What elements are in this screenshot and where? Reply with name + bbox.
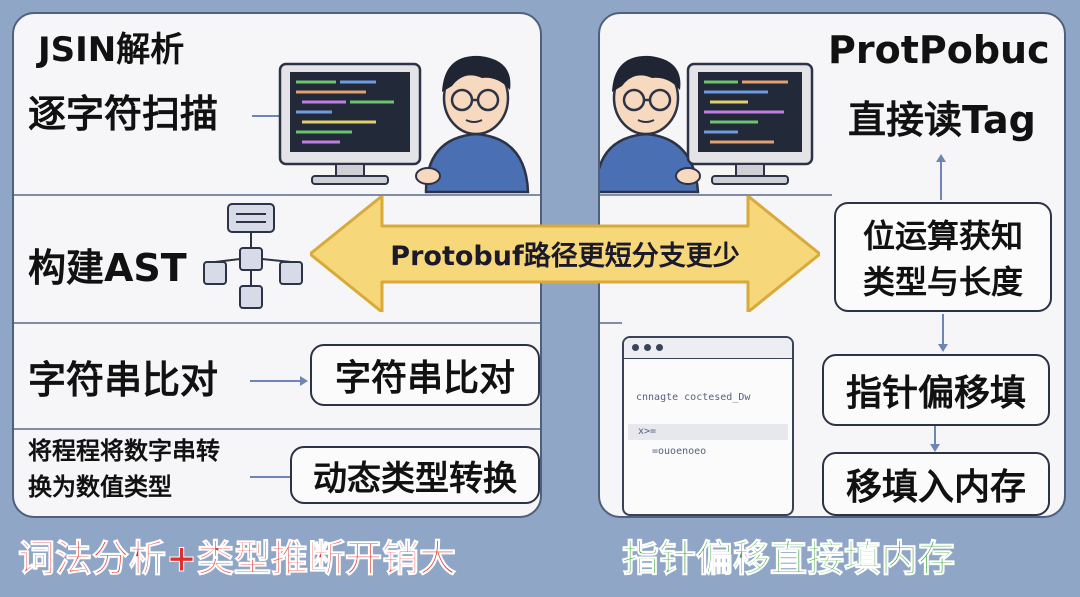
char-scan-label: 逐字符扫描: [28, 92, 219, 136]
protobuf-shorter-path-label: Protobuf路径更短分支更少: [390, 241, 740, 272]
right-divider-2: [600, 322, 622, 324]
bit-op-line2: 类型与长度: [862, 263, 1023, 301]
down-arrow-icon-2: [930, 426, 940, 452]
code-line-2: x>=: [638, 426, 657, 437]
up-arrow-icon: [936, 154, 946, 200]
protobuf-title: ProtPobuc: [828, 28, 1050, 72]
window-dot-icon: [644, 344, 651, 351]
code-highlight-row: [628, 424, 788, 440]
read-tag-label: 直接读Tag: [848, 98, 1036, 142]
programmer-computer-illustration-right: [600, 55, 814, 194]
bit-op-line1: 位运算获知: [862, 217, 1023, 255]
protobuf-panel: ProtPobuc 直接读Tag 位运算获知 类型与长度 指针偏移填 移填入内存…: [598, 12, 1066, 518]
build-ast-label: 构建AST: [28, 246, 187, 290]
convert-desc-line2: 换为数值类型: [28, 473, 172, 501]
dynamic-type-convert-box: 动态类型转换: [290, 446, 540, 504]
compare-arrow-icon: [250, 376, 308, 386]
code-line-1: cnnagte coctesed_Dw: [636, 392, 751, 403]
string-compare-label: 字符串比对: [28, 358, 219, 402]
protobuf-pointer-caption: 指针偏移直接填内存: [622, 537, 956, 581]
fill-memory-box: 移填入内存: [822, 452, 1050, 516]
pointer-offset-box: 指针偏移填: [822, 354, 1050, 426]
double-arrow-icon: [310, 196, 820, 312]
right-divider-1: [600, 194, 832, 196]
ast-tree-icon: [203, 203, 303, 309]
left-divider-2: [14, 322, 540, 324]
bit-op-box: 位运算获知 类型与长度: [834, 202, 1052, 312]
left-divider-3: [14, 428, 540, 430]
window-dot-icon: [632, 344, 639, 351]
code-line-3: =ouoenoeo: [652, 446, 707, 457]
code-window: cnnagte coctesed_Dw x>= =ouoenoeo: [622, 336, 794, 516]
json-title: JSIN解析: [38, 30, 185, 70]
programmer-computer-illustration: [278, 55, 530, 194]
json-overhead-caption: 词法分析+类型推断开销大: [17, 537, 457, 581]
convert-desc-line1: 将程程将数字串转: [28, 437, 220, 465]
left-divider-1: [14, 194, 540, 196]
code-window-titlebar: [624, 338, 792, 359]
down-arrow-icon-1: [938, 314, 948, 352]
window-dot-icon: [656, 344, 663, 351]
string-compare-box: 字符串比对: [310, 344, 540, 406]
